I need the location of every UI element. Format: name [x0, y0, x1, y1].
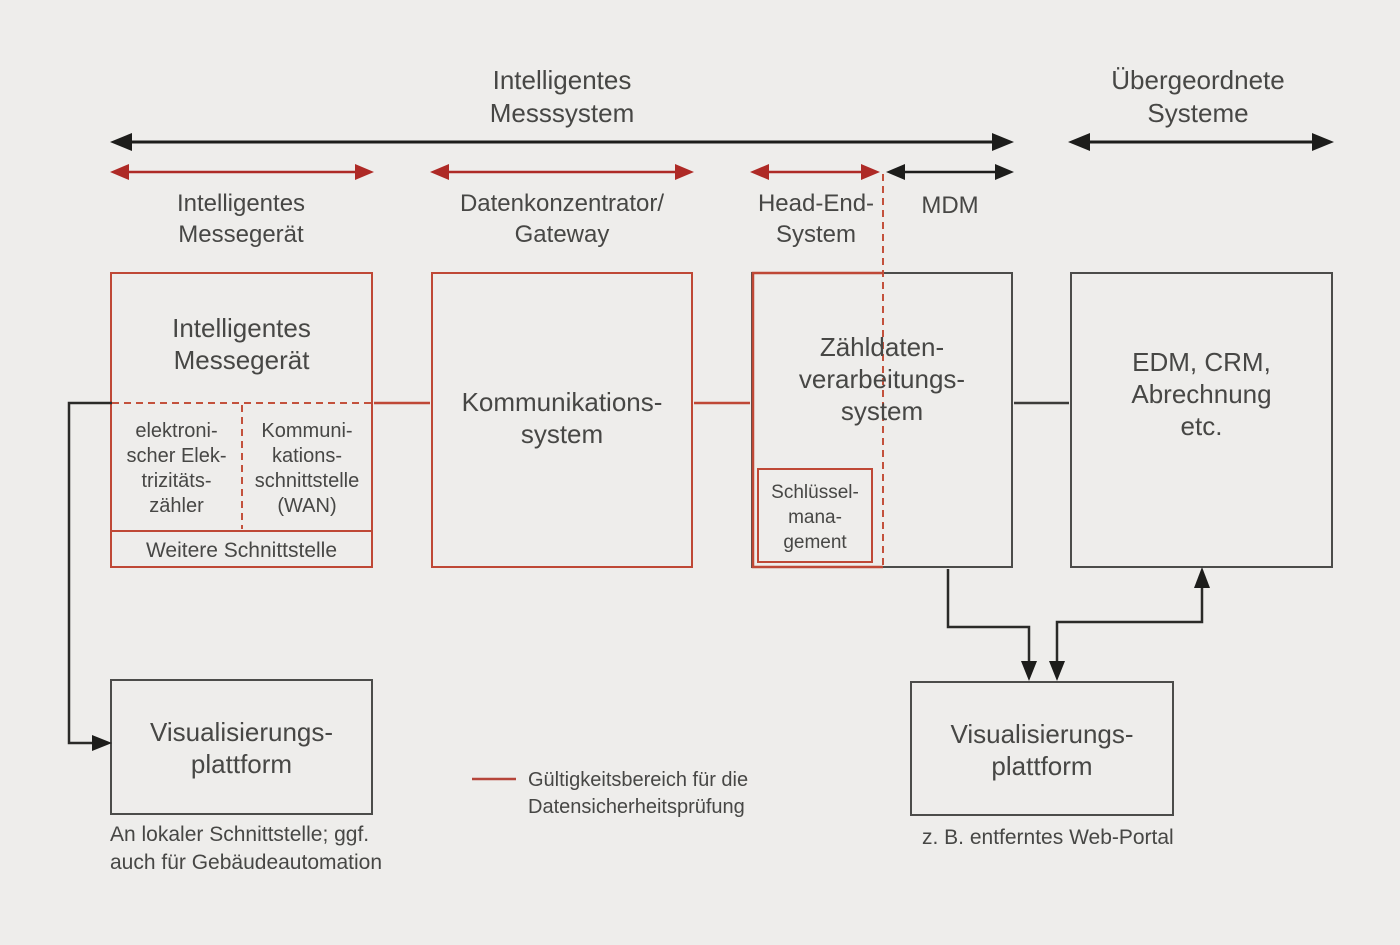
visualisierung-entfernt-title: Visualisierungs- plattform: [950, 719, 1134, 781]
scope-label-messsystem: Intelligentes Messsystem: [489, 65, 635, 128]
edm-crm-title: EDM, CRM, Abrechnung etc.: [1131, 347, 1272, 441]
segment-label-mdm: MDM: [921, 192, 979, 219]
segment-label-head-end-system: Head-End- System: [757, 190, 875, 248]
messgeraet-box-title: Intelligentes Messegerät: [172, 313, 311, 375]
box-edm-crm: [1070, 272, 1333, 568]
connector-visualisierung-edm: [1049, 567, 1210, 681]
box-schluesselmanagement: [757, 468, 873, 563]
connector-messgeraet-visualisierung: [67, 401, 112, 751]
messgeraet-segment-arrow: [110, 164, 374, 180]
uebergeordnete-scope-arrow: [1068, 133, 1334, 151]
visualisierung-lokal-caption: An lokaler Schnittstelle; ggf. auch für …: [110, 823, 383, 874]
box-kommunikationssystem: [431, 272, 693, 568]
visualisierung-entfernt-caption: z. B. entferntes Web-Portal: [922, 826, 1174, 849]
segment-label-messgeraet: Intelligentes Messegerät: [176, 190, 306, 248]
messsystem-scope-arrow: [110, 133, 1014, 151]
legend-label: Gültigkeitsbereich für die Datensicherhe…: [528, 769, 749, 818]
messgeraet-sub-wan-schnittstelle: Kommuni- kations- schnittstelle (WAN): [254, 420, 360, 517]
datenkonzentrator-segment-arrow: [430, 164, 694, 180]
zaehldatensystem-title: Zähldaten- verarbeitungs- system: [798, 332, 966, 426]
messgeraet-weitere-schnittstelle: Weitere Schnittstelle: [145, 539, 338, 562]
zaehldaten-red-border-overlay: [751, 271, 883, 569]
schluesselmanagement-label: Schlüssel- mana- gement: [771, 482, 859, 553]
scope-label-uebergeordnete-systeme: Übergeordnete Systeme: [1111, 65, 1285, 128]
messgeraet-box-dividers: [112, 402, 371, 532]
box-intelligentes-messgeraet: [110, 272, 373, 568]
mdm-segment-arrow: [886, 164, 1014, 180]
connector-zaehldaten-visualisierung: [946, 569, 1037, 681]
segment-label-datenkonzentrator: Datenkonzentrator/ Gateway: [459, 190, 665, 248]
box-visualisierungsplattform-lokal: [110, 679, 373, 815]
head-end-segment-arrow: [750, 164, 880, 180]
visualisierung-lokal-title: Visualisierungs- plattform: [149, 717, 334, 779]
box-visualisierungsplattform-entfernt: [910, 681, 1174, 816]
kommunikationssystem-title: Kommunikations- system: [461, 387, 663, 449]
messgeraet-sub-zaehler: elektroni- scher Elek- trizitäts- zähler: [126, 420, 227, 517]
